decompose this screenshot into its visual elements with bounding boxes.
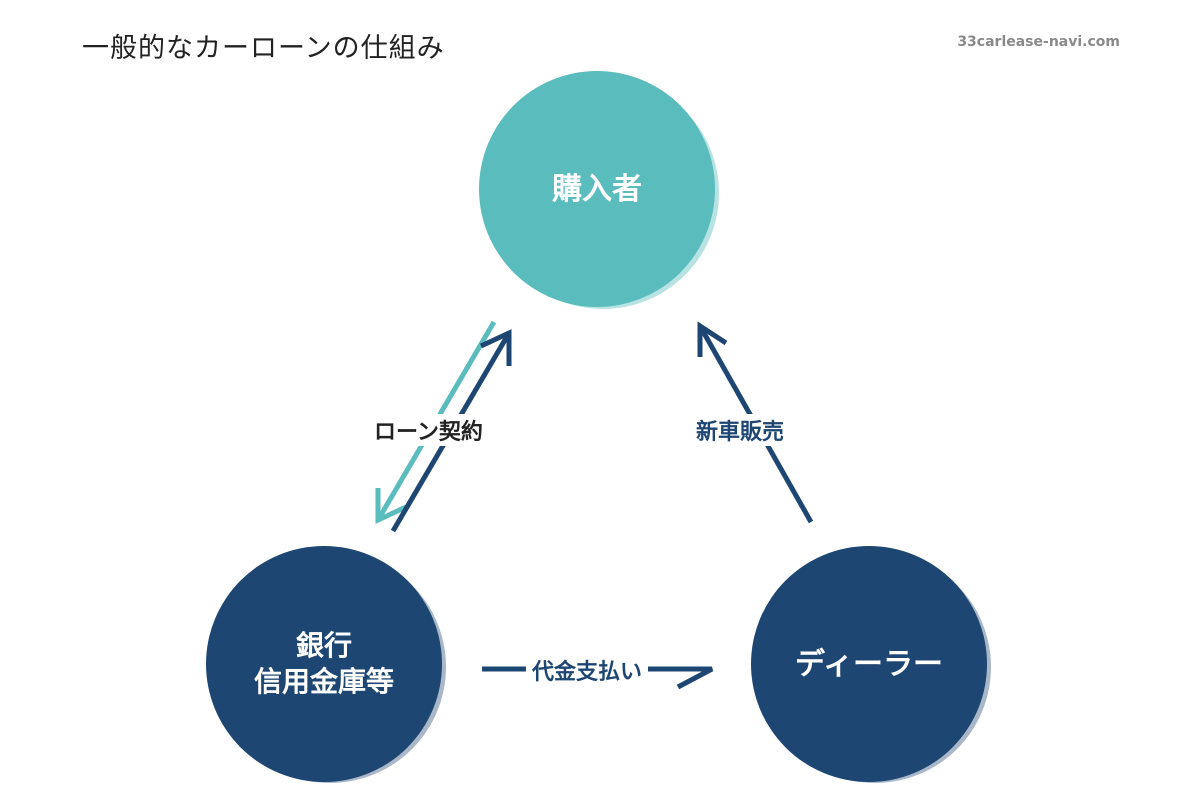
bank-label: 銀行 信用金庫等 — [253, 628, 394, 698]
payment-label: 代金支払い — [526, 654, 649, 686]
bank-node — [206, 546, 442, 782]
new-car-sale-label: 新車販売 — [696, 414, 785, 446]
buyer-label: 購入者 — [552, 171, 642, 207]
dealer-node — [751, 546, 987, 782]
page-title: 一般的なカーローンの仕組み — [82, 33, 445, 64]
loan-contract-label: ローン契約 — [374, 414, 483, 446]
dealer-label: ディーラー — [795, 646, 943, 682]
site-url: 33carlease-navi.com — [957, 34, 1120, 50]
buyer-node — [479, 71, 715, 307]
